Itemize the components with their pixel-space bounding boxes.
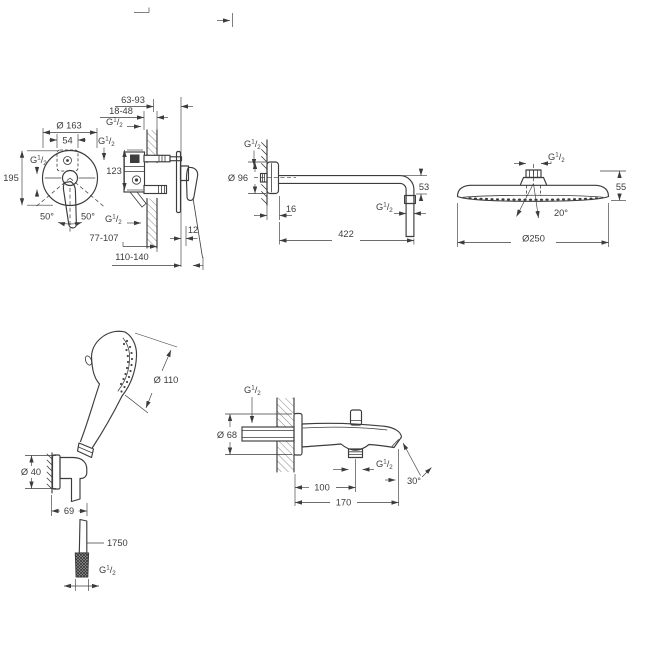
wall-hatch-ticks [261,142,268,205]
dim-spout-flange-diameter: Ø 68 [217,430,237,440]
dim-holder-diameter: Ø 40 [21,467,41,477]
spray-nozzles [468,197,599,201]
spout-wall-upper [277,398,294,427]
hand-spray-dots [119,339,134,393]
thread-label-front-left: G1/2 [30,155,47,167]
inlet-pipe [241,426,295,442]
dim-swivel-right: 50° [81,212,95,222]
dim-depth-outer: 63-93 [121,95,145,105]
hose-segment [78,518,88,554]
hose-nut [74,552,90,578]
thread-label-side-bottom: G1/2 [105,214,122,226]
lever-handle [62,181,77,229]
dim-outlet-distance: 100 [314,483,330,493]
head-shower-view: 20° G1/2 55 Ø250 [456,152,626,247]
handle-left-edge [79,383,101,443]
top-outlet-pipe [143,154,171,163]
dim-height: 195 [3,173,19,183]
thread-label-front-top: G1/2 [98,136,115,148]
diverter-knob [349,409,363,426]
thread-label-arm-inlet: G1/2 [244,139,261,151]
dim-depth-inner: 18-48 [109,106,133,116]
dim-plate-offset: 12 [188,225,198,235]
dim-swivel-left: 50° [40,212,54,222]
dim-port-distance: 123 [106,166,122,176]
shower-arm-view: G1/2 Ø 96 16 53 G1/2 422 [228,139,429,245]
swivel-arc [58,222,82,227]
dim-hose-length: 1750 [107,538,128,548]
dim-holder-depth: 69 [64,506,74,516]
dim-spout-length: 170 [336,498,352,508]
dim-arm-length: 422 [338,229,354,239]
trim-sleeve [179,165,190,182]
mixer-side-view: 63-93 18-48 G1/2 123 G1/2 12 77-107 110-… [90,95,204,270]
spout-body [301,422,403,451]
spout-outlet-thread [347,448,364,459]
dim-arm-wall-offset: 16 [286,204,296,214]
holder-flange [51,454,61,490]
hand-shower-view: Ø 110 Ø 40 69 1750 G1/2 [21,330,179,591]
dim-hand-head-diameter: Ø 110 [154,375,179,385]
wall-section-upper [147,130,157,163]
thread-label-hose: G1/2 [99,565,116,577]
dim-arm-flange-diameter: Ø 96 [228,173,248,183]
top-reference-marks [134,7,233,27]
outlet-collar [404,194,416,205]
wall-section-lower [147,198,157,248]
dim-arm-drop: 53 [419,182,429,192]
holder-wall-ticks [46,453,53,490]
thread-label-spout-outlet: G1/2 [376,459,393,471]
dim-spout-angle: 30° [407,476,421,486]
thread-label-side-top: G1/2 [106,117,123,129]
dim-spray-angle: 20° [554,208,568,218]
handle-end-nut [76,442,95,459]
spout-wall-lower [277,441,294,472]
handle-right-edge [91,395,123,449]
thread-label-head: G1/2 [548,152,565,164]
trim-plate [175,150,182,214]
arm-flange [266,161,280,195]
spray-button [84,355,93,366]
lever-side [185,166,199,201]
hand-shower-back [90,330,126,385]
bottom-outlet-pipe [143,184,168,195]
dim-head-height: 55 [616,182,626,192]
bath-spout-view: G1/2 Ø 68 G1/2 100 170 30° [217,385,432,508]
dim-head-diameter: Ø250 [522,234,545,244]
dim-install-depth-b: 110-140 [115,252,148,262]
dim-cartridge-width: 54 [62,136,72,146]
thread-label-arm-outlet: G1/2 [376,202,393,214]
head-disc [456,184,610,202]
thread-label-spout-inlet: G1/2 [244,385,261,397]
mixer-front-view: Ø 163 54 G1/2 G1/2 195 50° 50° [3,121,115,233]
spout-flange [293,412,303,456]
holder-body [59,456,88,503]
hand-shower-face-outer [121,331,138,397]
lever-cap [61,169,79,187]
dim-install-depth-a: 77-107 [90,233,119,243]
dim-plate-diameter: Ø 163 [56,121,81,131]
